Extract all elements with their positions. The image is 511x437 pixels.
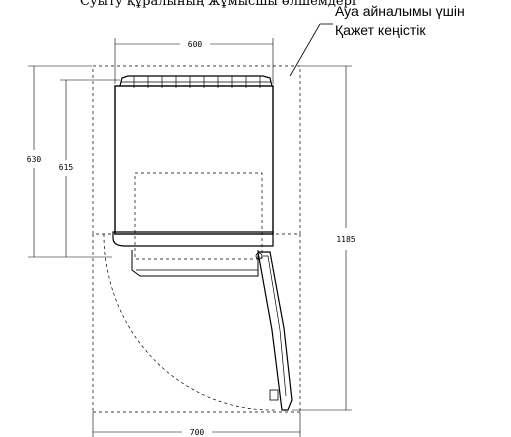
air-clearance-note: Ауа айналымы үшін Қажет кеңістік [335, 2, 465, 40]
door-handle [269, 389, 279, 401]
door-hinge [255, 252, 263, 260]
dim-700-label: 700 [190, 428, 205, 437]
dim-600-label: 600 [188, 40, 203, 49]
inner-compartment-outline [134, 172, 263, 260]
note-line-2: Қажет кеңістік [335, 22, 426, 38]
pulled-out-shelf [131, 250, 259, 277]
note-line-1: Ауа айналымы үшін [335, 3, 465, 19]
fridge-body [114, 85, 274, 235]
fridge-front-panel [112, 231, 274, 247]
fridge-top-grille [119, 75, 273, 87]
clearance-box-top [92, 65, 301, 235]
door-inner-edge [263, 255, 287, 397]
dim-1185-label: 1185 [336, 235, 355, 244]
open-door [257, 251, 293, 411]
dim-615-label: 615 [59, 163, 74, 172]
note-leader-diagonal [289, 23, 321, 77]
dim-630-label: 630 [27, 155, 42, 164]
diagram-title: Суыту құралының жұмысшы өлшемдері [80, 0, 357, 9]
grille-slats [133, 76, 261, 88]
door-swing-arc [103, 233, 277, 411]
